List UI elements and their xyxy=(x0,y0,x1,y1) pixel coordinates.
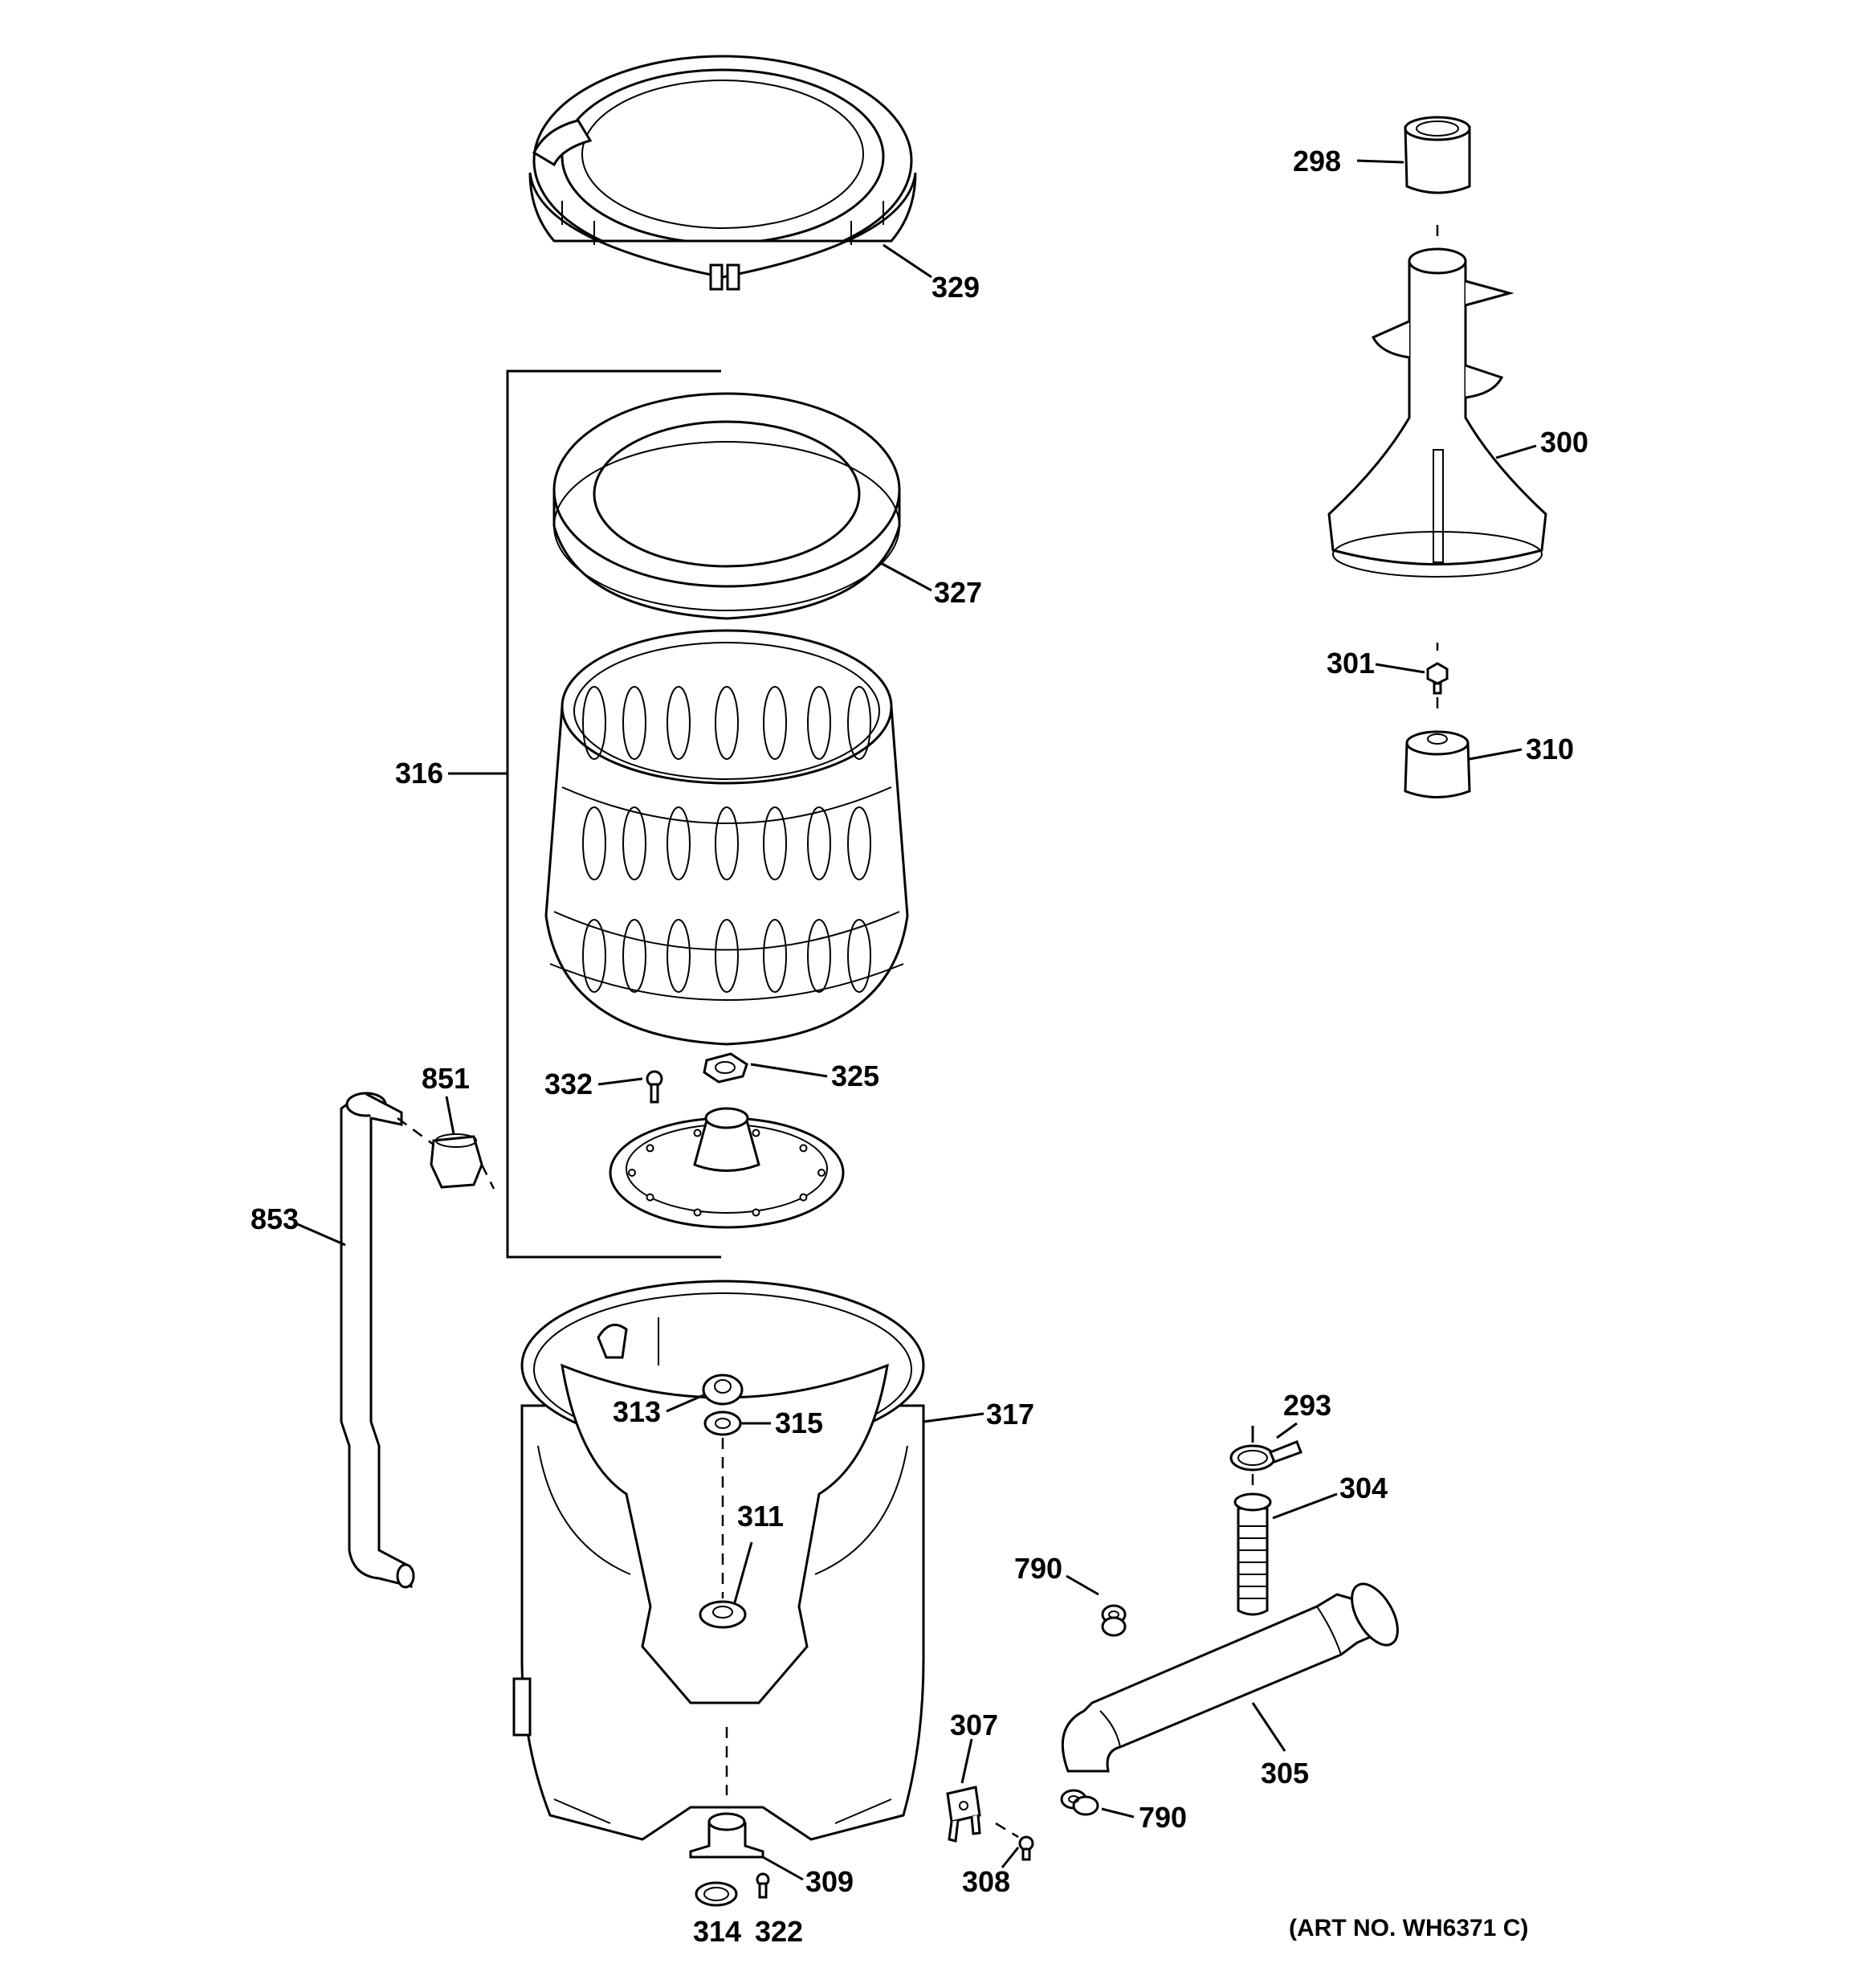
tub-cover-329 xyxy=(528,55,917,291)
callout-332: 332 xyxy=(544,1067,593,1100)
mount-309 xyxy=(689,1812,764,1859)
washer-314 xyxy=(695,1881,738,1907)
callout-308: 308 xyxy=(962,1865,1010,1898)
callout-305: 305 xyxy=(1261,1757,1309,1790)
callout-311: 311 xyxy=(737,1500,784,1533)
balance-ring-327 xyxy=(552,392,901,620)
cap-851 xyxy=(430,1133,483,1189)
callout-315: 315 xyxy=(775,1406,823,1439)
callout-317: 317 xyxy=(986,1398,1034,1431)
callout-310: 310 xyxy=(1526,733,1574,765)
callout-322: 322 xyxy=(755,1915,803,1948)
wash-basket xyxy=(544,629,909,1046)
callout-298: 298 xyxy=(1293,145,1341,178)
callout-301: 301 xyxy=(1327,647,1375,680)
clip-790-top xyxy=(1101,1604,1127,1637)
nut-325 xyxy=(703,1052,748,1084)
washer-315 xyxy=(703,1410,742,1436)
screw-322 xyxy=(756,1872,770,1899)
cap-310 xyxy=(1404,730,1471,798)
cap-298 xyxy=(1404,116,1471,194)
callout-309: 309 xyxy=(805,1865,854,1898)
callout-304: 304 xyxy=(1339,1472,1388,1504)
bracket-307 xyxy=(946,1786,981,1843)
callout-325: 325 xyxy=(831,1059,879,1092)
callout-329: 329 xyxy=(932,271,980,304)
callout-316: 316 xyxy=(395,757,443,790)
callout-790-top: 790 xyxy=(1014,1552,1062,1585)
callout-851: 851 xyxy=(422,1062,470,1095)
agitator-300 xyxy=(1327,247,1547,578)
basket-perforations xyxy=(582,686,871,993)
callout-313: 313 xyxy=(613,1395,661,1428)
screw-332 xyxy=(646,1070,663,1104)
seal-311 xyxy=(699,1600,747,1629)
callout-314: 314 xyxy=(693,1915,741,1948)
art-number: (ART NO. WH6371 C) xyxy=(1289,1915,1528,1941)
callout-327: 327 xyxy=(934,576,982,609)
tube-853 xyxy=(340,1092,415,1589)
bolt-301 xyxy=(1426,662,1449,695)
hose-304 xyxy=(1233,1492,1272,1616)
bushing-313 xyxy=(702,1374,744,1406)
callout-853: 853 xyxy=(251,1202,299,1235)
screw-308 xyxy=(1018,1835,1034,1861)
basket-hub-plate xyxy=(609,1107,845,1229)
callout-300: 300 xyxy=(1540,426,1588,459)
drain-hose-305 xyxy=(1061,1582,1399,1773)
clamp-293 xyxy=(1229,1440,1302,1472)
outer-tub-317 xyxy=(512,1280,925,1841)
callout-307: 307 xyxy=(950,1708,998,1741)
clip-790-bottom xyxy=(1060,1789,1099,1816)
callout-790-bottom: 790 xyxy=(1139,1801,1187,1834)
callout-293: 293 xyxy=(1283,1389,1331,1422)
